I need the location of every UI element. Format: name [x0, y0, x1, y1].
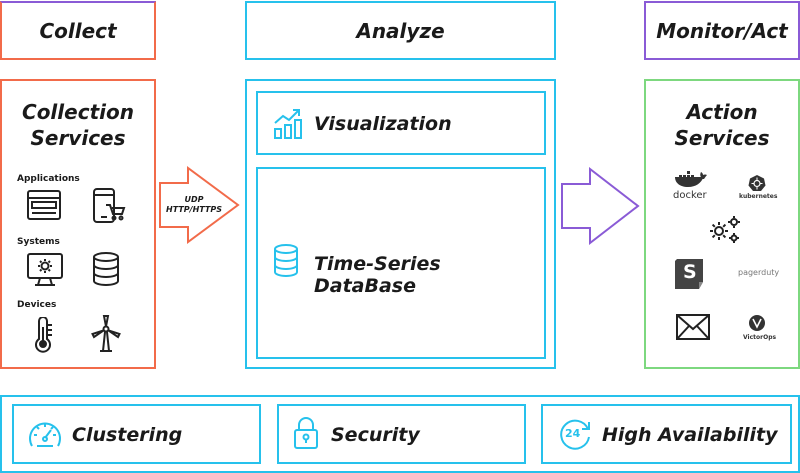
chart-icon — [273, 108, 303, 140]
security-label: Security — [331, 424, 420, 446]
victorops-label: VictorOps — [743, 334, 777, 341]
kubernetes-icon — [748, 174, 766, 192]
action-title-line1: Action — [686, 100, 758, 124]
visualization-label: Visualization — [314, 113, 452, 135]
collection-title-line2: Services — [30, 126, 126, 150]
visualization-box: Visualization — [256, 91, 546, 155]
action-arrow — [560, 167, 642, 245]
database-label: Time-Series DataBase — [314, 253, 441, 297]
slack-letter: S — [683, 261, 697, 283]
collection-services-panel: Collection Services Applications Systems… — [0, 79, 156, 369]
clock-24-text: 24 — [565, 427, 581, 440]
action-services-panel: Action Services docker kubernetes — [644, 79, 800, 369]
collection-title-line1: Collection — [22, 100, 134, 124]
mail-icon — [676, 314, 710, 340]
clustering-label: Clustering — [72, 424, 183, 446]
analyze-panel: Visualization Time-Series DataBase — [245, 79, 556, 369]
speedometer-icon — [27, 418, 63, 450]
analyze-header-label: Analyze — [356, 18, 445, 43]
clock-24-icon — [558, 417, 592, 451]
gears-icon — [708, 214, 742, 244]
group-label-systems: Systems — [17, 237, 60, 247]
protocol-arrow — [158, 166, 242, 244]
window-icon — [27, 190, 61, 220]
docker-label: docker — [673, 190, 707, 201]
analyze-header: Analyze — [245, 1, 556, 60]
protocol-line1: UDP — [184, 195, 204, 204]
database-box: Time-Series DataBase — [256, 167, 546, 359]
action-title: Action Services — [646, 99, 798, 151]
high-availability-box: 24 High Availability — [541, 404, 792, 464]
pagerduty-label: pagerduty — [738, 268, 780, 277]
group-label-applications: Applications — [17, 174, 80, 184]
slack-icon — [674, 258, 704, 290]
footer-panel: Clustering Security 24 High Availability — [0, 395, 800, 473]
database-icon — [273, 244, 299, 277]
database-icon — [92, 252, 120, 286]
protocol-label: UDP HTTP/HTTPS — [163, 195, 225, 215]
group-label-devices: Devices — [17, 300, 57, 310]
victorops-icon — [748, 314, 766, 332]
wind-turbine-icon — [90, 315, 122, 353]
thermometer-icon — [32, 317, 54, 353]
kubernetes-label: kubernetes — [739, 193, 778, 200]
high-availability-label: High Availability — [602, 424, 778, 446]
security-box: Security — [277, 404, 526, 464]
mobile-cart-icon — [92, 188, 126, 224]
monitor-header-label: Monitor/Act — [656, 18, 788, 43]
protocol-line2: HTTP/HTTPS — [166, 205, 222, 214]
docker-icon — [674, 169, 708, 189]
collection-title: Collection Services — [2, 99, 154, 151]
collect-header: Collect — [0, 1, 156, 60]
action-title-line2: Services — [674, 126, 770, 150]
monitor-header: Monitor/Act — [644, 1, 800, 60]
monitor-gear-icon — [27, 253, 63, 287]
collect-header-label: Collect — [39, 18, 117, 43]
clustering-box: Clustering — [12, 404, 261, 464]
lock-icon — [293, 416, 319, 450]
